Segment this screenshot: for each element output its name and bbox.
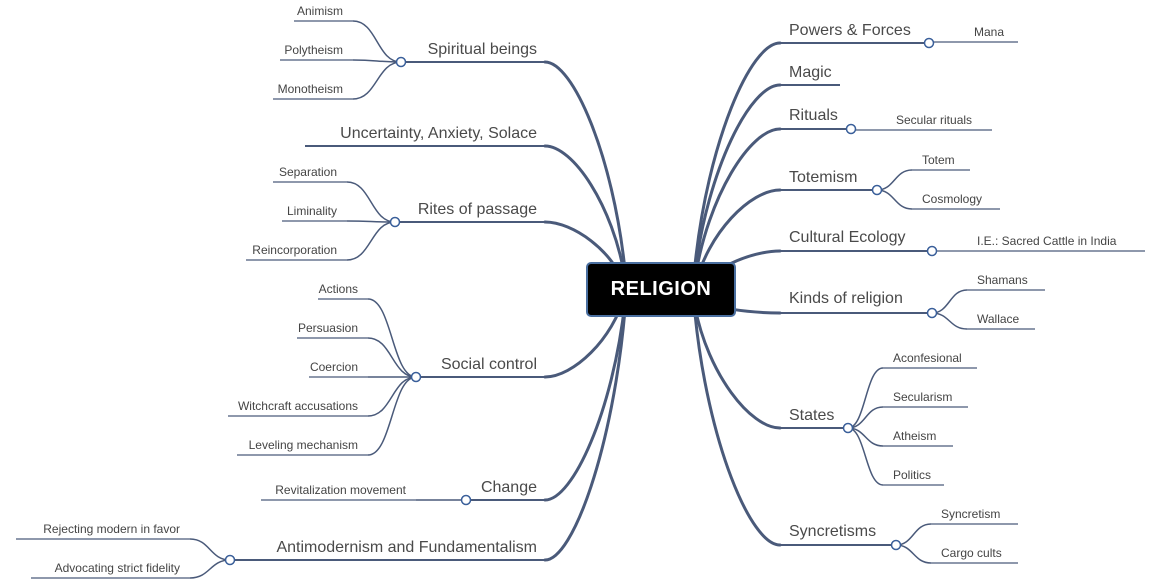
branch-magic[interactable]: Magic xyxy=(789,64,832,81)
leaf-separation[interactable]: Separation xyxy=(278,165,337,179)
branch-connector-wallace xyxy=(931,312,968,330)
branch-connector-cargo-cults xyxy=(895,544,932,564)
branch-spiritual-beings[interactable]: Spiritual beings xyxy=(427,41,537,58)
branch-connector-cosmology xyxy=(876,189,913,210)
branch-connector-totem xyxy=(876,169,913,191)
knot-totemism xyxy=(871,184,883,196)
branch-connector-actions xyxy=(367,298,417,378)
leaf-i-e-sacred-cattle-in-india[interactable]: I.E.: Sacred Cattle in India xyxy=(977,234,1117,248)
knot-powers-forces xyxy=(923,37,935,49)
knot-change xyxy=(460,494,472,506)
leaf-rejecting-modern-in-favor[interactable]: Rejecting modern in favor xyxy=(43,522,180,536)
leaf-atheism[interactable]: Atheism xyxy=(893,429,937,443)
leaf-coercion[interactable]: Coercion xyxy=(309,360,358,374)
connector-change xyxy=(543,300,627,502)
branch-cultural-ecology[interactable]: Cultural Ecology xyxy=(789,229,906,246)
leaf-monotheism[interactable]: Monotheism xyxy=(277,82,343,96)
branch-totemism[interactable]: Totemism xyxy=(789,169,858,186)
leaf-persuasion[interactable]: Persuasion xyxy=(297,321,358,335)
leaf-cosmology[interactable]: Cosmology xyxy=(922,192,983,206)
connector-spiritual-beings xyxy=(543,60,627,272)
leaf-secularism[interactable]: Secularism xyxy=(893,390,953,404)
branch-rites-of-passage[interactable]: Rites of passage xyxy=(417,201,537,218)
branch-syncretisms[interactable]: Syncretisms xyxy=(789,523,877,540)
knot-rituals xyxy=(845,123,857,135)
leaf-animism[interactable]: Animism xyxy=(296,4,343,18)
branch-connector-syncretism xyxy=(895,523,932,546)
branch-connector-animism xyxy=(352,20,402,63)
knot-social-control xyxy=(410,371,422,383)
leaf-actions[interactable]: Actions xyxy=(318,282,358,296)
connector-powers-forces xyxy=(693,41,782,267)
connector-antimodernism-and-fundamentalism xyxy=(543,308,627,562)
leaf-reincorporation[interactable]: Reincorporation xyxy=(252,243,337,257)
leaf-wallace[interactable]: Wallace xyxy=(977,312,1020,326)
leaf-leveling-mechanism[interactable]: Leveling mechanism xyxy=(248,438,358,452)
leaf-witchcraft-accusations[interactable]: Witchcraft accusations xyxy=(237,399,358,413)
branch-connector-shamans xyxy=(931,289,968,314)
branch-connector-advocating-strict-fidelity xyxy=(189,559,231,579)
leaf-liminality[interactable]: Liminality xyxy=(286,204,337,218)
leaf-revitalization-movement[interactable]: Revitalization movement xyxy=(275,483,406,497)
branch-connector-monotheism xyxy=(352,61,402,100)
branch-antimodernism-and-fundamentalism[interactable]: Antimodernism and Fundamentalism xyxy=(276,539,537,556)
branch-connector-witchcraft-accusations xyxy=(367,376,417,417)
connector-syncretisms xyxy=(693,312,782,547)
branch-uncertainty-anxiety-solace[interactable]: Uncertainty, Anxiety, Solace xyxy=(340,125,537,142)
connector-magic xyxy=(693,83,782,274)
leaf-mana[interactable]: Mana xyxy=(974,25,1005,39)
knot-spiritual-beings xyxy=(395,56,407,68)
connector-states xyxy=(693,305,782,430)
branch-connector-secularism xyxy=(847,406,884,429)
leaf-aconfesional[interactable]: Aconfesional xyxy=(893,351,962,365)
branch-connector-aconfesional xyxy=(847,367,884,429)
leaf-polytheism[interactable]: Polytheism xyxy=(284,43,343,57)
knot-kinds-of-religion xyxy=(926,307,938,319)
leaf-advocating-strict-fidelity[interactable]: Advocating strict fidelity xyxy=(54,561,180,575)
branch-kinds-of-religion[interactable]: Kinds of religion xyxy=(789,290,903,307)
leaf-politics[interactable]: Politics xyxy=(893,468,932,482)
branch-connector-leveling-mechanism xyxy=(367,376,417,456)
knot-states xyxy=(842,422,854,434)
leaf-totem[interactable]: Totem xyxy=(922,153,955,167)
branch-connector-separation xyxy=(346,181,396,223)
leaf-cargo-cults[interactable]: Cargo cults xyxy=(941,546,1002,560)
connector-rituals xyxy=(693,127,782,281)
knot-antimodernism-and-fundamentalism xyxy=(224,554,236,566)
leaf-shamans[interactable]: Shamans xyxy=(977,273,1028,287)
branch-connector-persuasion xyxy=(367,337,417,378)
leaf-syncretism[interactable]: Syncretism xyxy=(941,507,1001,521)
knot-cultural-ecology xyxy=(926,245,938,257)
central-topic-religion[interactable]: RELIGION xyxy=(586,262,736,317)
branch-social-control[interactable]: Social control xyxy=(440,356,537,373)
branch-powers-forces[interactable]: Powers & Forces xyxy=(789,22,911,39)
branch-rituals[interactable]: Rituals xyxy=(789,107,838,124)
branch-connector-reincorporation xyxy=(346,221,396,261)
branch-change[interactable]: Change xyxy=(480,479,537,496)
branch-states[interactable]: States xyxy=(789,407,835,424)
branch-connector-rejecting-modern-in-favor xyxy=(189,538,231,561)
connector-uncertainty-anxiety-solace xyxy=(543,144,627,280)
knot-rites-of-passage xyxy=(389,216,401,228)
leaf-secular-rituals[interactable]: Secular rituals xyxy=(896,113,973,127)
knot-syncretisms xyxy=(890,539,902,551)
